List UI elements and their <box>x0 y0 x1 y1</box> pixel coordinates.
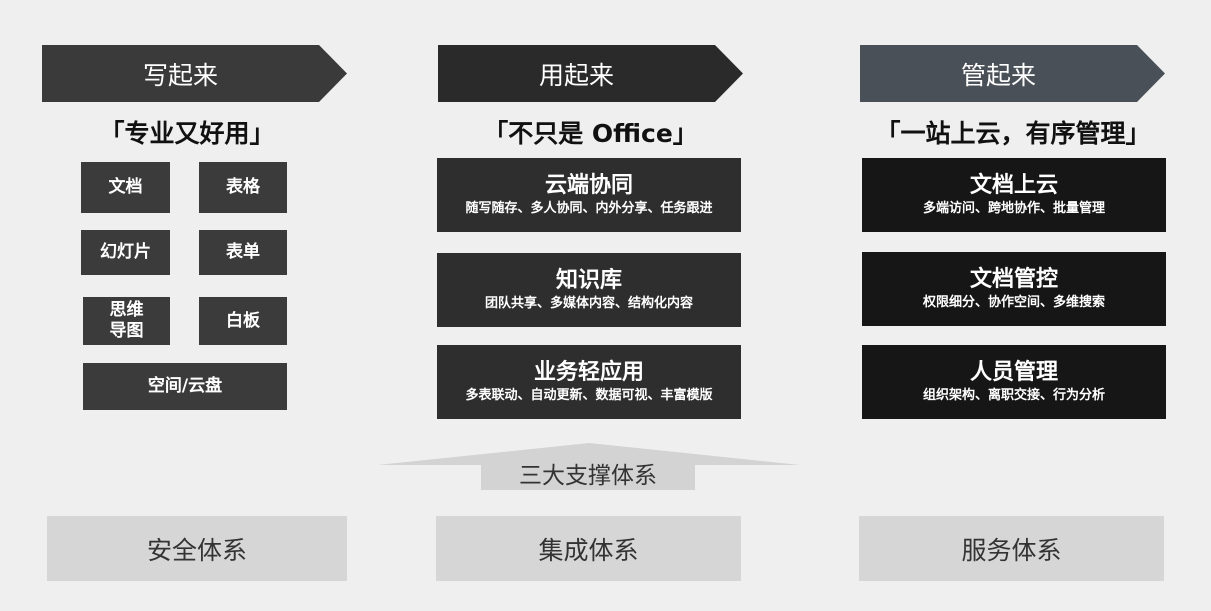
subtitle-use: 「不只是 Office」 <box>483 119 698 148</box>
header-use-label: 用起来 <box>538 60 614 90</box>
subtitle-write: 「专业又好用」 <box>99 119 275 148</box>
tile-form: 表单 <box>199 230 287 275</box>
box-cloud-collab: 云端协同 随写随存、多人协同、内外分享、任务跟进 <box>437 158 741 232</box>
tile-sheet: 表格 <box>199 162 287 213</box>
box-title: 人员管理 <box>969 360 1058 385</box>
tile-slides: 幻灯片 <box>81 230 170 275</box>
box-title: 知识库 <box>555 268 622 293</box>
header-write: 写起来 <box>42 45 347 102</box>
box-title: 云端协同 <box>544 173 633 198</box>
system-security: 安全体系 <box>47 516 347 581</box>
box-desc: 组织架构、离职交接、行为分析 <box>922 388 1105 403</box>
system-integration: 集成体系 <box>436 516 741 581</box>
box-docs-to-cloud: 文档上云 多端访问、跨地协作、批量管理 <box>862 158 1166 232</box>
support-label: 三大支撑体系 <box>481 455 695 490</box>
box-docs-control: 文档管控 权限细分、协作空间、多维搜索 <box>862 252 1166 326</box>
tile-space-cloud-drive: 空间/云盘 <box>83 363 287 410</box>
box-desc: 随写随存、多人协同、内外分享、任务跟进 <box>465 201 713 216</box>
system-service: 服务体系 <box>859 516 1164 581</box>
tile-mindmap: 思维 导图 <box>83 297 170 345</box>
box-title: 业务轻应用 <box>533 360 644 385</box>
header-manage: 管起来 <box>860 45 1165 102</box>
box-knowledge-base: 知识库 团队共享、多媒体内容、结构化内容 <box>437 253 741 327</box>
box-desc: 多表联动、自动更新、数据可视、丰富模版 <box>465 388 713 403</box>
header-write-label: 写起来 <box>142 60 218 90</box>
box-desc: 多端访问、跨地协作、批量管理 <box>922 201 1105 216</box>
box-title: 文档上云 <box>969 173 1058 198</box>
box-desc: 团队共享、多媒体内容、结构化内容 <box>484 296 693 311</box>
box-people-management: 人员管理 组织架构、离职交接、行为分析 <box>862 345 1166 419</box>
subtitle-manage: 「一站上云，有序管理」 <box>875 119 1151 148</box>
tile-document: 文档 <box>81 162 170 213</box>
header-use: 用起来 <box>438 45 743 102</box>
header-manage-label: 管起来 <box>960 60 1036 90</box>
tile-whiteboard: 白板 <box>199 297 287 345</box>
box-light-apps: 业务轻应用 多表联动、自动更新、数据可视、丰富模版 <box>437 345 741 419</box>
box-title: 文档管控 <box>969 267 1058 292</box>
box-desc: 权限细分、协作空间、多维搜索 <box>922 295 1105 310</box>
